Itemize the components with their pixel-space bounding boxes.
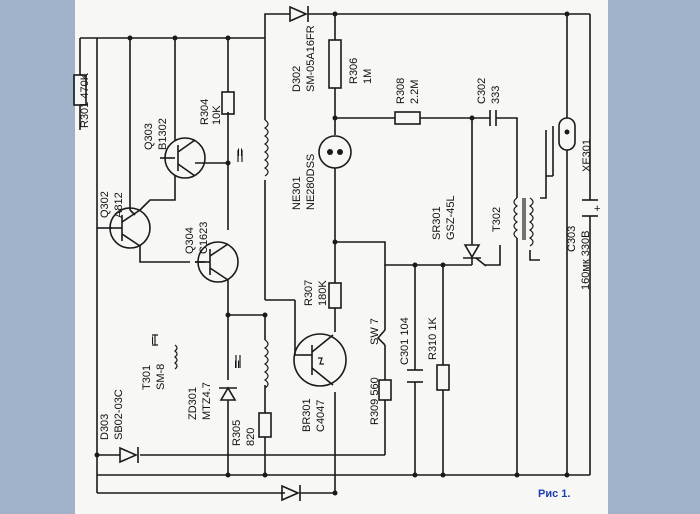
label-r305: R305 — [231, 420, 243, 446]
zener-zd301 — [219, 386, 237, 401]
label-r306: R306 — [348, 58, 360, 84]
transformer-t301-lower — [152, 334, 269, 389]
label-sr301: SR301 — [431, 206, 443, 240]
diode-d302 — [289, 5, 309, 23]
label-c303-val: 160мк 330В — [580, 231, 592, 290]
label-sw7: SW 7 — [369, 318, 381, 345]
label-r304-val: 10K — [211, 105, 223, 125]
label-xe301: XE301 — [581, 139, 593, 172]
capacitor-c302 — [489, 110, 497, 126]
label-sr301-part: GSZ-45L — [445, 195, 457, 240]
label-q303-part: B1302 — [157, 118, 169, 150]
label-r307: R307 — [303, 280, 315, 306]
diode-bottom — [281, 484, 301, 502]
label-r307-val: 180K — [317, 280, 329, 306]
label-r309: R309 560 — [369, 377, 381, 425]
label-r306-val: 1M — [362, 69, 374, 84]
diode-d303 — [119, 446, 139, 464]
transistor-q303 — [160, 137, 206, 179]
label-q303: Q303 — [143, 123, 155, 150]
transistor-q304 — [195, 241, 239, 283]
label-t301-roman-i: I — [151, 335, 154, 347]
label-d302: D302 — [291, 66, 303, 92]
wires — [79, 13, 591, 494]
label-r310: R310 1K — [427, 317, 439, 360]
label-br301-part: C4047 — [315, 400, 327, 432]
label-q302-part: A812 — [113, 192, 125, 218]
scr-sr301 — [463, 244, 487, 267]
switch-sw7 — [376, 329, 386, 346]
resistor-r305 — [258, 412, 272, 438]
label-q304-part: C1623 — [198, 222, 210, 254]
label-t301-roman: II — [237, 147, 243, 159]
transistor-br301 — [293, 333, 347, 387]
label-d303-part: SB02-03C — [113, 389, 125, 440]
resistor-r304 — [221, 91, 235, 115]
label-c302-val: 333 — [490, 86, 502, 104]
label-q302: Q302 — [99, 191, 111, 218]
label-t301-part: SM-8 — [155, 364, 167, 390]
label-r305-val: 820 — [245, 428, 257, 446]
label-ne301: NE301 — [291, 176, 303, 210]
label-q304: Q304 — [184, 227, 196, 254]
label-t301: T301 — [141, 365, 153, 390]
label-ne301-part: NE280DSS — [305, 154, 317, 210]
flashtube-xe301 — [546, 117, 576, 177]
neon-ne301 — [318, 135, 352, 169]
label-c303-plus: + — [594, 203, 600, 215]
resistor-r309 — [378, 379, 392, 401]
resistor-r308 — [394, 111, 421, 125]
label-d302-part: SM-05A16FR — [305, 25, 317, 92]
junction-dots — [94, 11, 570, 496]
resistor-r306 — [328, 39, 342, 89]
label-c302: C302 — [476, 78, 488, 104]
resistor-r310 — [436, 364, 450, 391]
transformer-t302 — [513, 197, 534, 247]
label-c303: C303 — [566, 226, 578, 252]
label-t301-roman-ii: II — [234, 359, 240, 371]
transformer-t301-upper — [237, 119, 269, 177]
capacitor-c303 — [582, 199, 598, 217]
label-zd301: ZD301 — [187, 387, 199, 420]
label-r308-val: 2.2M — [409, 80, 421, 104]
label-d303: D303 — [99, 414, 111, 440]
label-r301: R301 470K — [79, 72, 91, 128]
label-zd301-part: MTZ4.7 — [201, 382, 213, 420]
resistor-r307 — [328, 282, 342, 309]
label-r308: R308 — [395, 78, 407, 104]
figure-caption: Рис 1. — [538, 488, 570, 500]
label-r304: R304 — [199, 99, 211, 125]
label-c301: C301 104 — [399, 317, 411, 365]
capacitor-c301 — [407, 369, 423, 383]
label-br301: BR301 — [301, 398, 313, 432]
label-t302: T302 — [491, 207, 503, 232]
transistor-q302 — [109, 207, 151, 249]
